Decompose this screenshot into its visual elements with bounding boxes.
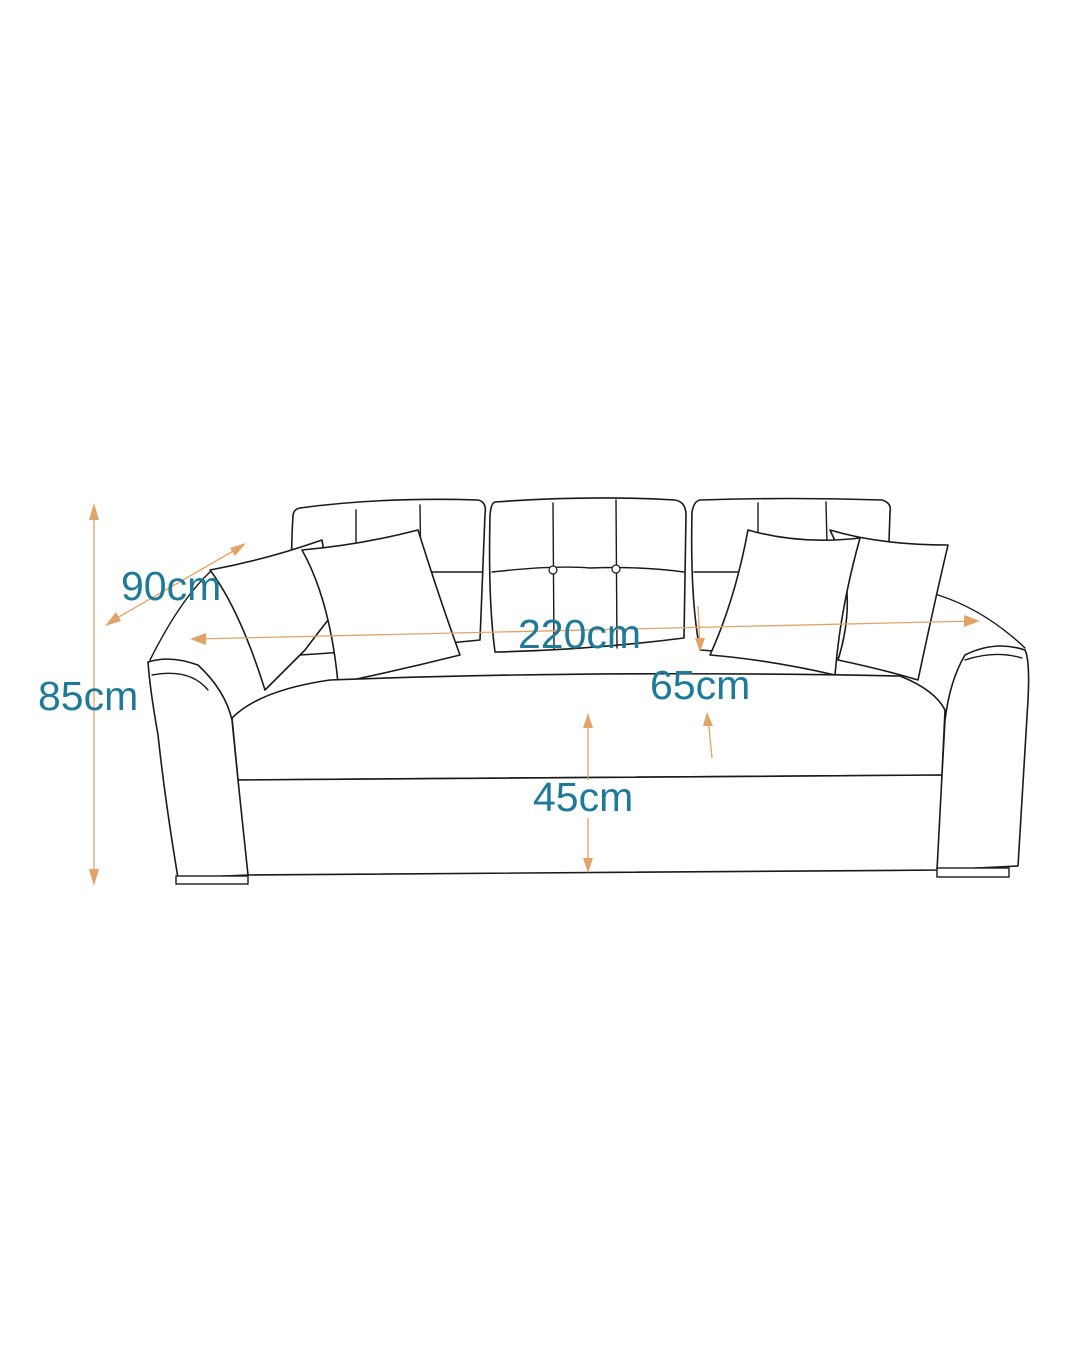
right-back-edge — [937, 594, 1026, 649]
seat-depth-dimension-line — [695, 605, 713, 759]
right-arm — [936, 645, 1030, 871]
depth-dimension-line — [105, 543, 246, 626]
right-foot — [936, 867, 1010, 878]
left-foot — [175, 875, 249, 885]
seat-height-label: 45cm — [533, 774, 634, 820]
throw-pillow-left-back — [209, 539, 337, 691]
width-label: 220cm — [518, 611, 642, 657]
left-arm — [147, 658, 249, 879]
back-cushion-center — [488, 497, 687, 653]
left-back-edge — [149, 571, 211, 661]
tuft-button-right — [611, 564, 621, 574]
throw-pillow-left-front — [301, 529, 461, 684]
depth-label: 90cm — [121, 563, 222, 609]
seat-depth-label: 65cm — [650, 662, 751, 708]
throw-pillow-right-back — [829, 529, 949, 681]
tuft-button-left — [548, 565, 558, 575]
width-dimension-line — [190, 615, 980, 645]
seat-height-dimension-line — [583, 713, 593, 873]
height-label: 85cm — [38, 673, 139, 719]
height-dimension-line — [89, 503, 99, 886]
